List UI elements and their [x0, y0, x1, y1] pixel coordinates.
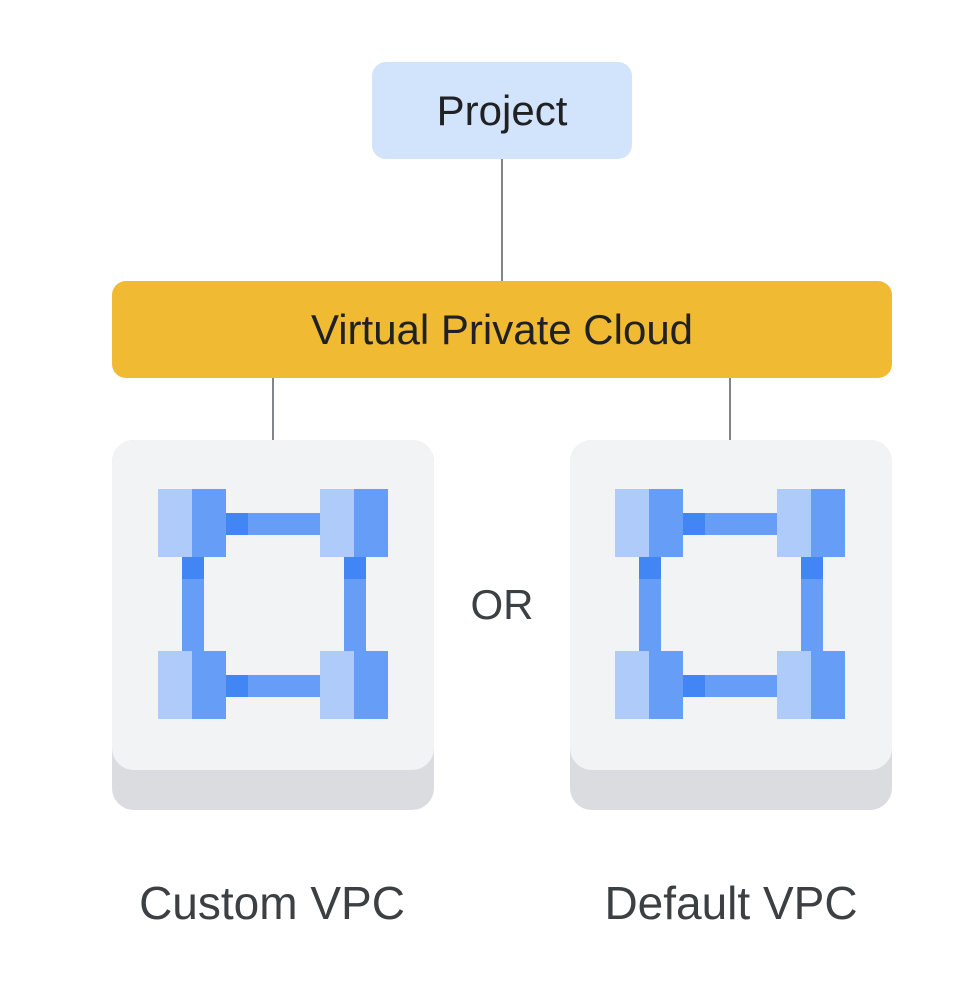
vpc-label: Virtual Private Cloud — [310, 305, 694, 353]
default-vpc-card — [570, 440, 892, 810]
project-label: Project — [436, 86, 568, 134]
network-topology-icon — [615, 489, 845, 719]
default-vpc-label: Default VPC — [604, 877, 858, 929]
project-box — [372, 62, 632, 159]
or-separator: OR — [470, 581, 534, 628]
vpc-bar — [112, 281, 892, 378]
custom-vpc-label: Custom VPC — [139, 877, 405, 929]
network-topology-icon — [158, 489, 388, 719]
custom-vpc-card — [112, 440, 434, 810]
